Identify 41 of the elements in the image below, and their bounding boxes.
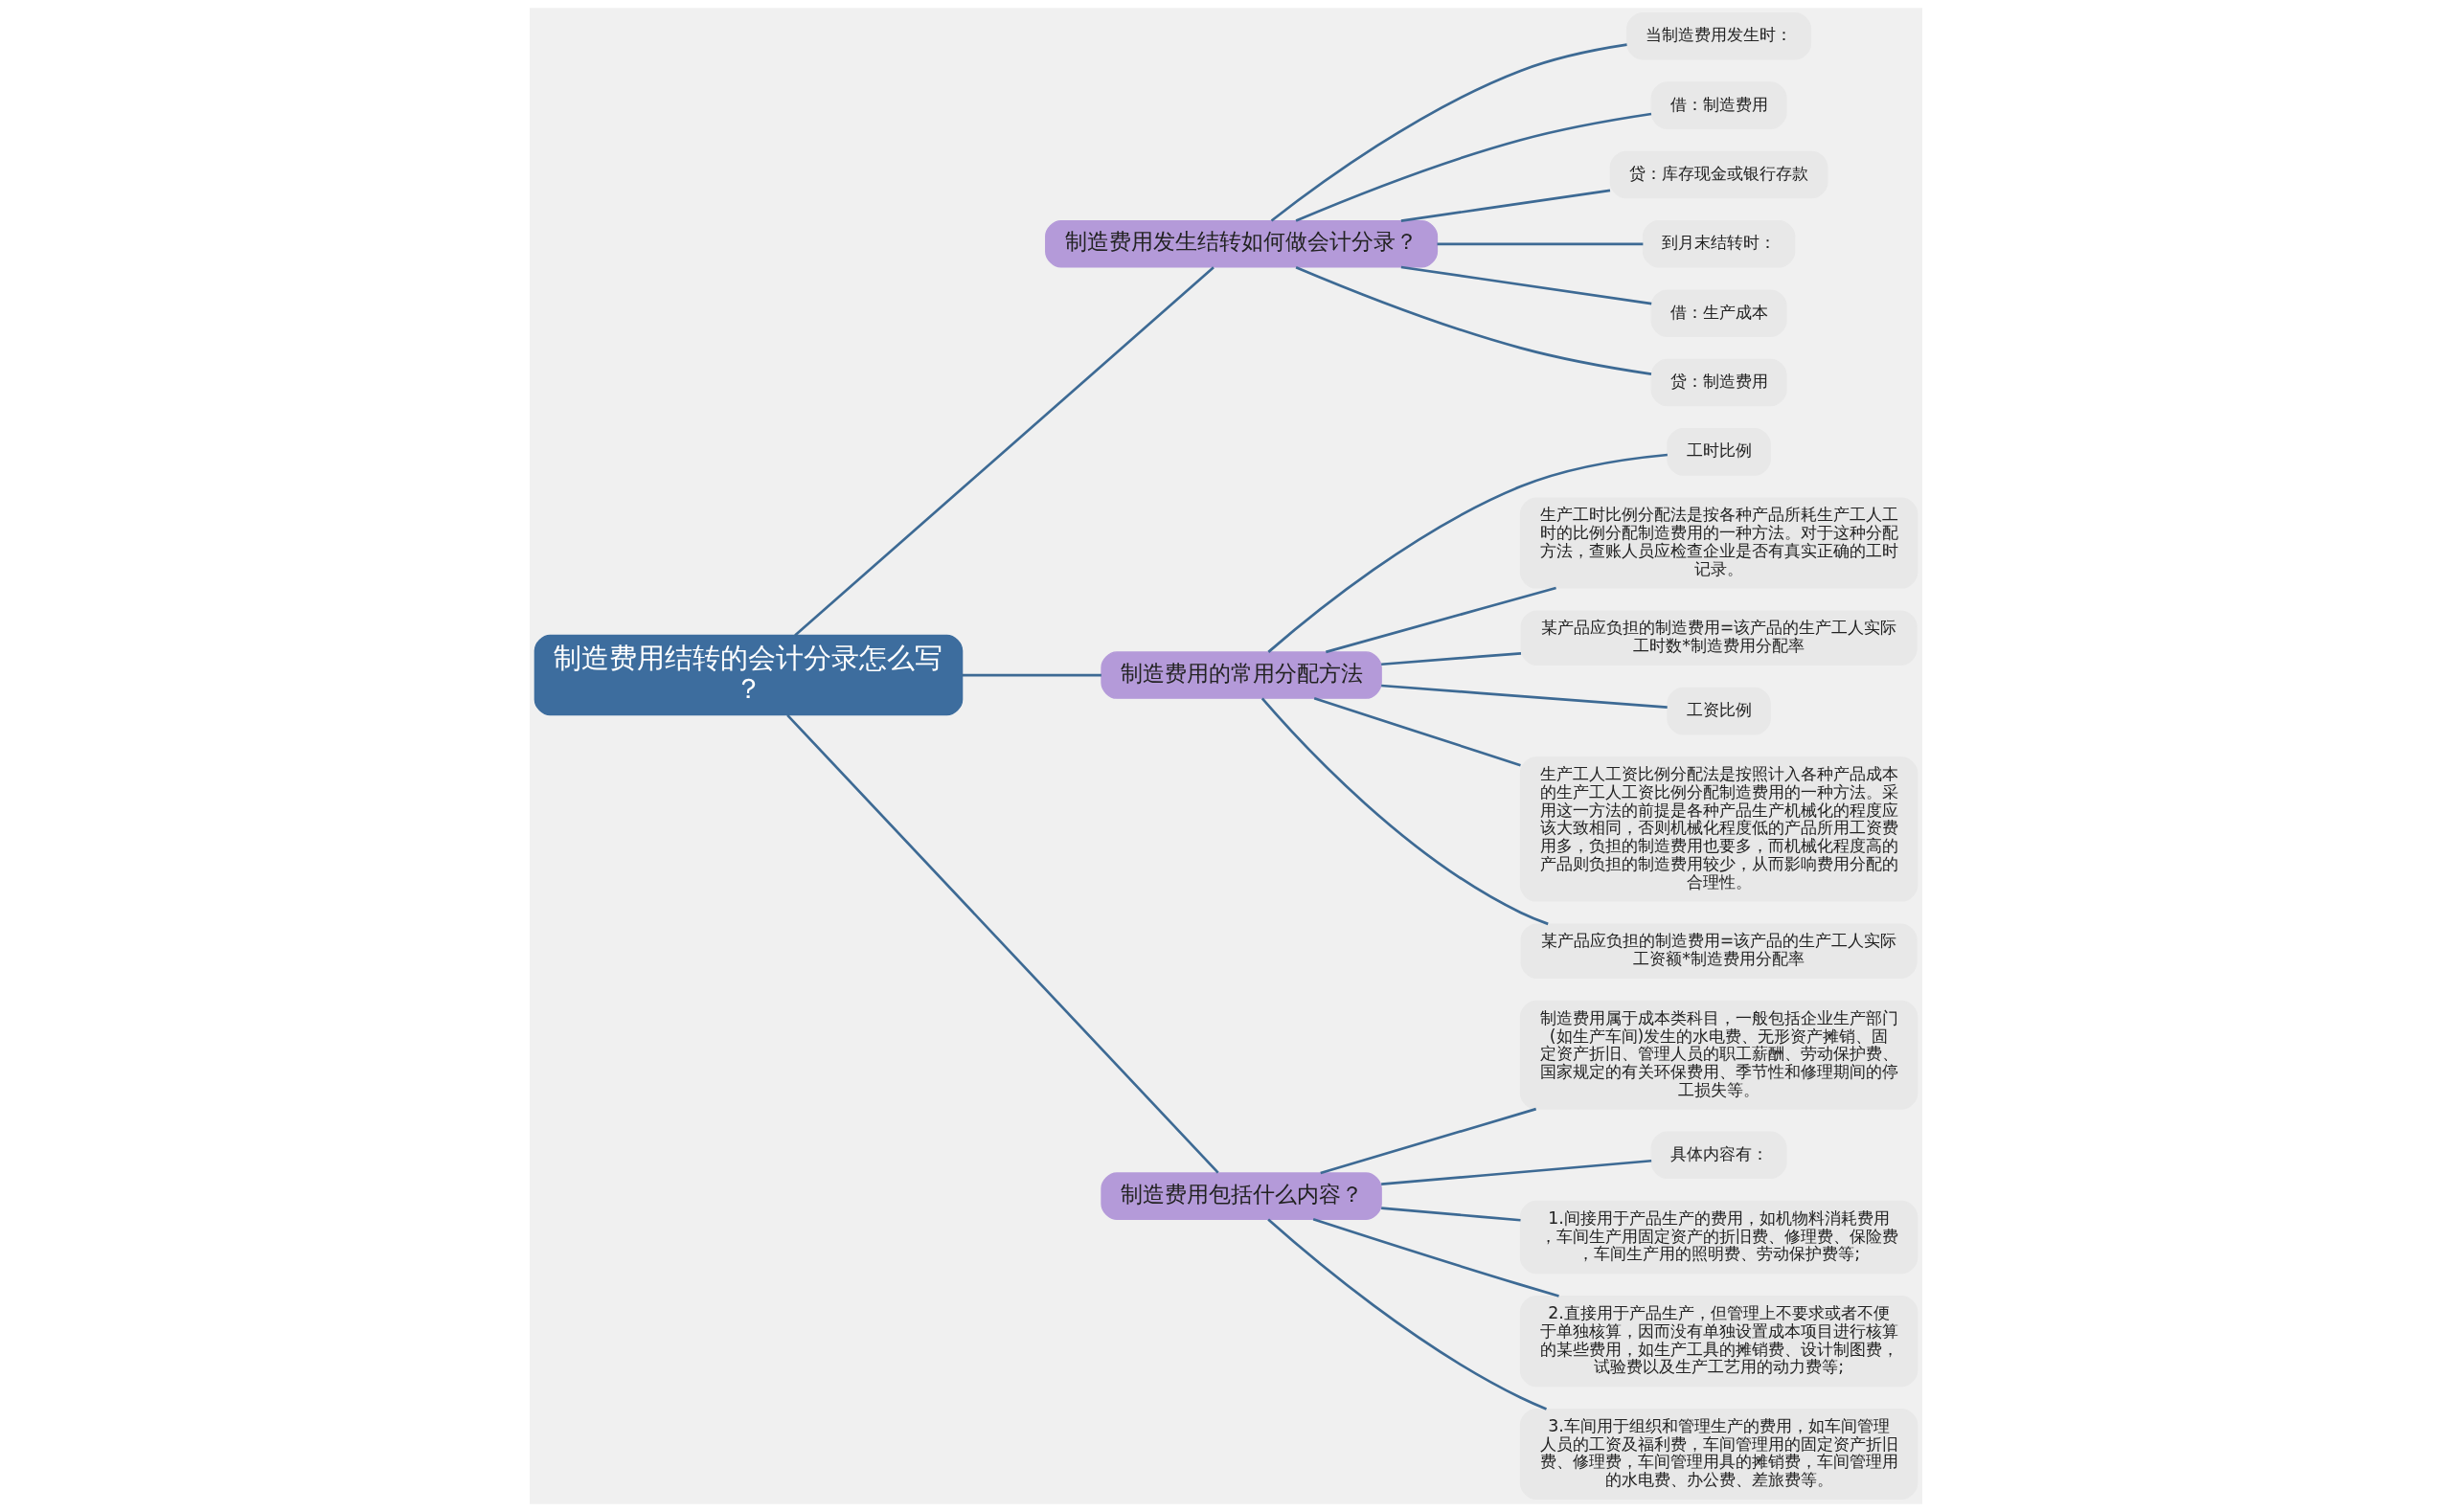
connector	[1381, 1159, 1652, 1185]
connector	[1326, 586, 1556, 654]
node-box: 制造费用包括什么内容？	[1101, 1172, 1382, 1220]
node-box: 制造费用属于成本类科目，一般包括企业生产部门(如生产车间)发生的水电费、无形资产摊销、固定资产折旧、管理人员的职工薪酬、劳动保护费、国家规定的有关环保费用、季节性和修理期间的停工损失等。	[1519, 1000, 1918, 1110]
connector	[1295, 112, 1652, 222]
node-box: 2.直接用于产品生产，但管理上不要求或者不便于单独核算，因而没有单独设置成本项目进行核算的某些费用，如生产工具的摊销费、设计制图费，试验费以及生产工艺用的动力费等;	[1519, 1296, 1918, 1388]
node-box: 生产工时比例分配法是按各种产品所耗生产工人工时的比例分配制造费用的一种方法。对于这种分配方法，查账人员应检查企业是否有真实正确的工时记录。	[1519, 497, 1918, 589]
node-box: 生产工人工资比例分配法是按照计入各种产品成本的生产工人工资比例分配制造费用的一种方法。采用这一方法的前提是各种产品生产机械化的程度应该大致相同，否则机械化程度低的产品所用工资费用多，负担的制造费用也要多，而机械化程度高的产品则负担的制造费用较少，从而影响费用分配的合理性。	[1519, 756, 1918, 902]
connector	[1400, 189, 1611, 222]
connector	[1267, 453, 1668, 653]
node-box: 3.车间用于组织和管理生产的费用，如车间管理人员的工资及福利费，车间管理用的固定资产折旧费、修理费，车间管理用具的摊销费，车间管理用的水电费、办公费、差旅费等。	[1519, 1408, 1918, 1501]
node-box: 当制造费用发生时：	[1626, 11, 1812, 60]
node-box: 制造费用的常用分配方法	[1101, 651, 1382, 699]
connector	[1437, 242, 1644, 246]
node-box: 工资比例	[1667, 687, 1771, 735]
connector	[1320, 1107, 1537, 1175]
connector	[794, 266, 1215, 637]
node-box: 贷：库存现金或银行存款	[1609, 150, 1828, 199]
node-box: 具体内容有：	[1650, 1131, 1787, 1180]
node-box: 制造费用发生结转如何做会计分录？	[1045, 220, 1439, 268]
connector	[1381, 684, 1668, 709]
connector	[962, 673, 1101, 677]
node-box: 借：生产成本	[1650, 289, 1787, 337]
connector	[1381, 1207, 1521, 1222]
node-box: 到月末结转时：	[1642, 220, 1796, 268]
connector	[1381, 651, 1522, 666]
node-box: 某产品应负担的制造费用=该产品的生产工人实际工时数*制造费用分配率	[1520, 610, 1918, 666]
connector	[1312, 1218, 1559, 1298]
connector	[1313, 697, 1521, 767]
node-box: 贷：制造费用	[1650, 358, 1787, 407]
node-box: 某产品应负担的制造费用=该产品的生产工人实际工资额*制造费用分配率	[1520, 923, 1918, 979]
connector	[1295, 265, 1652, 375]
node-box: 借：制造费用	[1650, 81, 1787, 129]
node-box: 1.间接用于产品生产的费用，如机物料消耗费用，车间生产用固定资产的折旧费、修理费、保险费，车间生产用的照明费、劳动保护费等;	[1519, 1200, 1918, 1275]
connector	[1400, 265, 1652, 305]
connector	[1267, 1218, 1547, 1410]
node-box: 制造费用结转的会计分录怎么写？	[534, 634, 964, 716]
connector	[1260, 697, 1549, 926]
connector	[1270, 43, 1627, 222]
connector	[786, 713, 1219, 1174]
node-box: 工时比例	[1667, 428, 1771, 476]
